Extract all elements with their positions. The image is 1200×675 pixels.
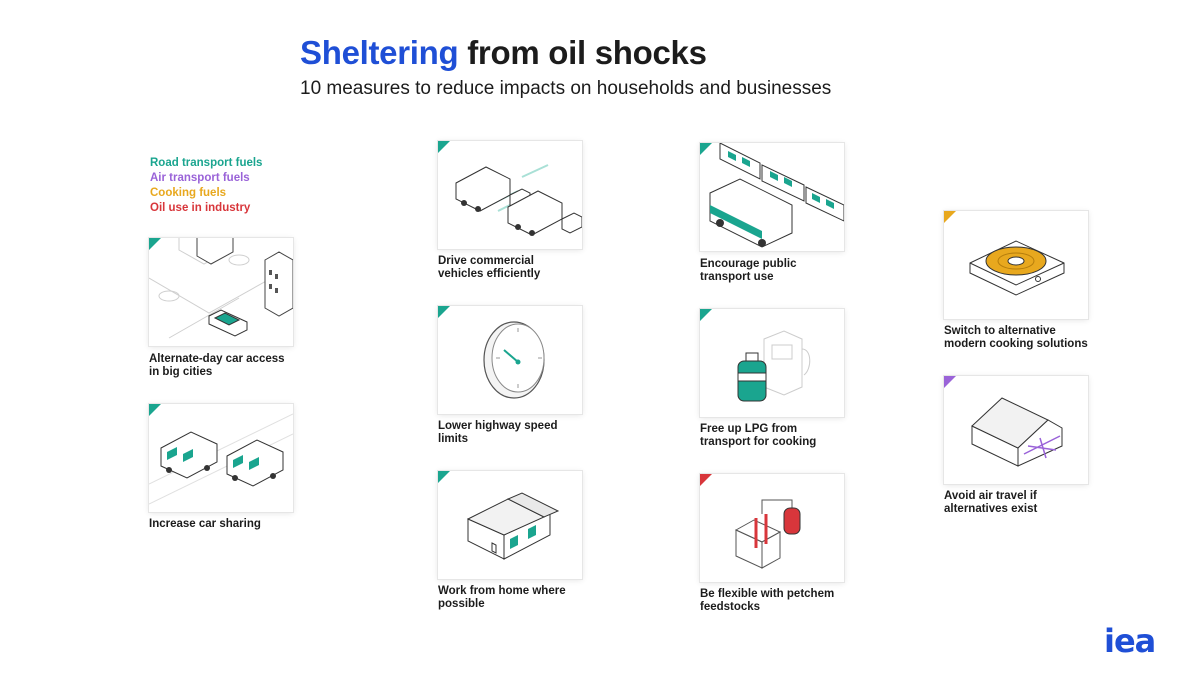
title-rest: from oil shocks xyxy=(467,34,707,71)
measure-card-speed-limits xyxy=(438,306,582,414)
train-bus-icon xyxy=(709,143,844,248)
category-marker xyxy=(944,211,956,223)
measure-card-commercial-vehicles xyxy=(438,141,582,249)
petchem-icon xyxy=(734,499,801,569)
page-title: Sheltering from oil shocks xyxy=(300,34,707,72)
legend-air: Air transport fuels xyxy=(150,172,250,184)
category-marker xyxy=(700,309,712,321)
city-car-icon xyxy=(149,238,293,339)
title-accent: Sheltering xyxy=(300,34,459,71)
measure-card-work-from-home xyxy=(438,471,582,579)
measure-card-air-travel xyxy=(944,376,1088,484)
measure-card-petchem xyxy=(700,474,844,582)
category-marker xyxy=(700,143,712,155)
legend-cooking: Cooking fuels xyxy=(150,187,227,199)
page-subtitle: 10 measures to reduce impacts on househo… xyxy=(300,78,832,99)
category-marker xyxy=(944,376,956,388)
category-marker xyxy=(438,471,450,483)
category-marker xyxy=(149,404,161,416)
speedometer-icon xyxy=(483,321,545,399)
house-icon xyxy=(466,492,560,560)
category-marker xyxy=(149,238,161,250)
measure-label: Increase car sharing xyxy=(149,518,261,530)
category-marker xyxy=(438,141,450,153)
legend-road: Road transport fuels xyxy=(150,157,263,169)
measure-card-car-sharing xyxy=(149,404,293,512)
cooktop-icon xyxy=(969,240,1065,296)
iea-logo: iea xyxy=(1104,622,1156,660)
measure-card-lpg xyxy=(700,309,844,417)
lpg-cylinder-icon xyxy=(737,330,811,402)
legend: Road transport fuels Air transport fuels… xyxy=(150,156,262,216)
measure-card-alternate-day xyxy=(149,238,293,346)
cars-icon xyxy=(149,413,293,505)
measure-card-cooking xyxy=(944,211,1088,319)
trucks-icon xyxy=(455,164,582,236)
measure-card-public-transport xyxy=(700,143,844,251)
category-marker xyxy=(700,474,712,486)
legend-industry: Oil use in industry xyxy=(150,202,251,214)
hangar-icon xyxy=(971,397,1063,467)
category-marker xyxy=(438,306,450,318)
